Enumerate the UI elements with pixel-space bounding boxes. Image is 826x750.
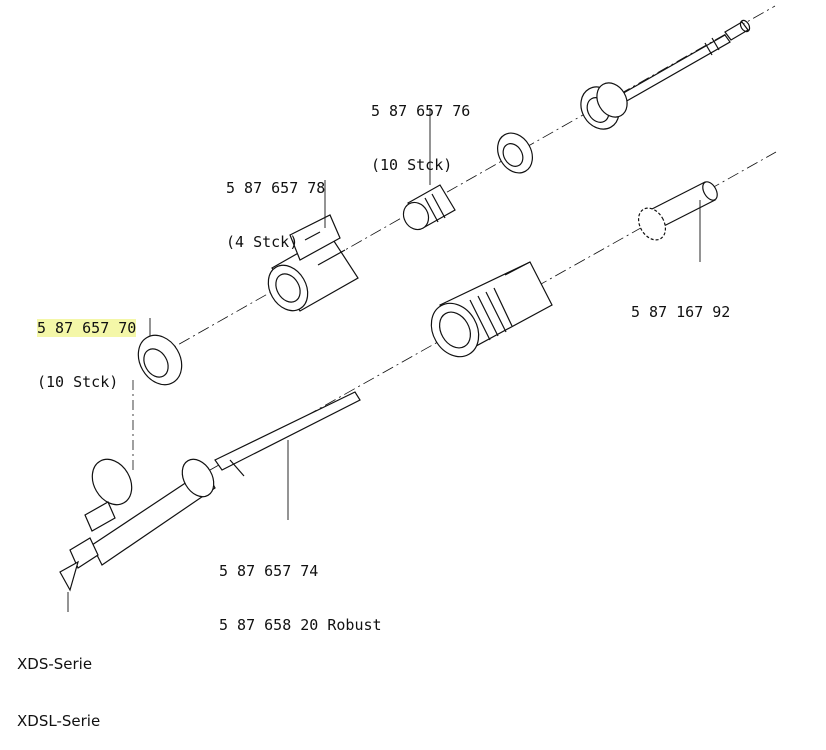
series-xdsl: XDSL-Serie <box>17 712 101 730</box>
pad-part-76 <box>402 184 456 231</box>
part-qty-70: (10 Stck) <box>37 373 119 391</box>
part-label-92: 5 87 167 92 <box>631 267 730 339</box>
exploded-view-diagram <box>59 5 777 612</box>
part-qty-78: (4 Stck) <box>226 233 299 251</box>
part-label-74: 5 87 657 74 5 87 658 20 Robust <box>219 526 382 652</box>
part-number-76: 5 87 657 76 <box>371 102 471 120</box>
series-xds: XDS-Serie <box>17 655 93 673</box>
spindle-part <box>580 19 751 130</box>
ring-part-70 <box>137 334 183 386</box>
part-label-78: 5 87 657 78 (4 Stck) <box>226 143 325 269</box>
part-number-92: 5 87 167 92 <box>631 303 731 321</box>
part-number-78: 5 87 657 78 <box>226 179 326 197</box>
part-number-74: 5 87 657 74 <box>219 562 319 580</box>
part-number-70: 5 87 657 70 <box>37 319 137 337</box>
threaded-nut-part <box>430 261 553 358</box>
part-number-74-robust: 5 87 658 20 Robust <box>219 616 382 634</box>
gear-sleeve-part-92 <box>637 181 718 241</box>
part-label-70: 5 87 657 70 (10 Stck) <box>37 283 137 409</box>
ring-part-76 <box>497 132 533 174</box>
sleeve-part-78 <box>267 214 359 312</box>
part-label-76: 5 87 657 76 (10 Stck) <box>371 66 470 192</box>
gun-body-part <box>59 391 361 592</box>
part-qty-76: (10 Stck) <box>371 156 453 174</box>
axis-line-upper <box>159 5 776 356</box>
series-label: XDS-Serie XDSL-Serie <box>17 617 100 750</box>
